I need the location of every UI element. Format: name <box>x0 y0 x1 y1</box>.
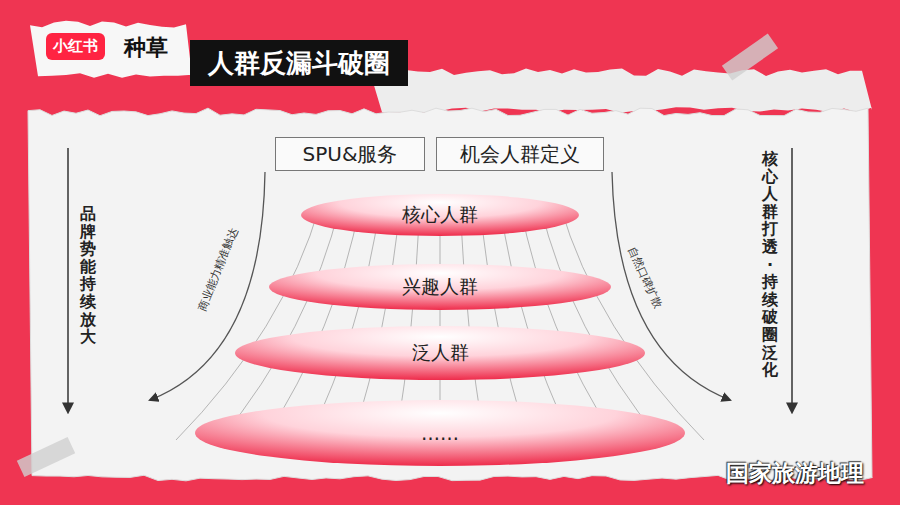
paper-sheet <box>28 108 872 481</box>
node-text: …… <box>421 422 459 444</box>
header-box: 机会人群定义 <box>436 137 604 171</box>
ellipse-fill <box>301 194 579 236</box>
side-text: 品牌势能持续放大 <box>80 205 96 346</box>
left-curve-arrow <box>150 172 265 400</box>
tape <box>722 34 778 81</box>
paper-piece <box>30 21 192 78</box>
watermark: 国家旅游地理 <box>726 458 864 489</box>
logo-badge: 小红书 <box>46 33 105 60</box>
node-text: 机会人群定义 <box>460 141 580 168</box>
torn-papers <box>28 21 872 481</box>
header-box: SPU&服务 <box>275 137 425 171</box>
layer-ellipse: 兴趣人群 <box>268 263 612 311</box>
node-text: 兴趣人群 <box>402 274 478 300</box>
paper-piece <box>370 68 872 112</box>
right-curve-arrow <box>612 172 730 400</box>
layer-ellipse: 核心人群 <box>300 193 580 237</box>
title: 人群反漏斗破圈 <box>190 40 408 86</box>
fan-line <box>560 205 704 440</box>
ellipse-fill <box>269 264 611 310</box>
side-text: 核心人群打透·持续破圈泛化 <box>762 150 778 379</box>
layer-ellipse: …… <box>194 399 686 467</box>
ellipse-fill <box>195 400 685 466</box>
node-text: 泛人群 <box>412 340 469 366</box>
left-down-arrow <box>67 148 69 412</box>
ellipse-fill <box>235 326 645 380</box>
node-text: SPU&服务 <box>303 141 398 168</box>
tape <box>17 437 75 477</box>
fan-line <box>176 205 320 440</box>
layer-ellipse: 泛人群 <box>234 325 646 381</box>
subtitle: 种草 <box>124 33 168 63</box>
node-text: 核心人群 <box>402 202 478 228</box>
right-down-arrow <box>791 148 793 412</box>
